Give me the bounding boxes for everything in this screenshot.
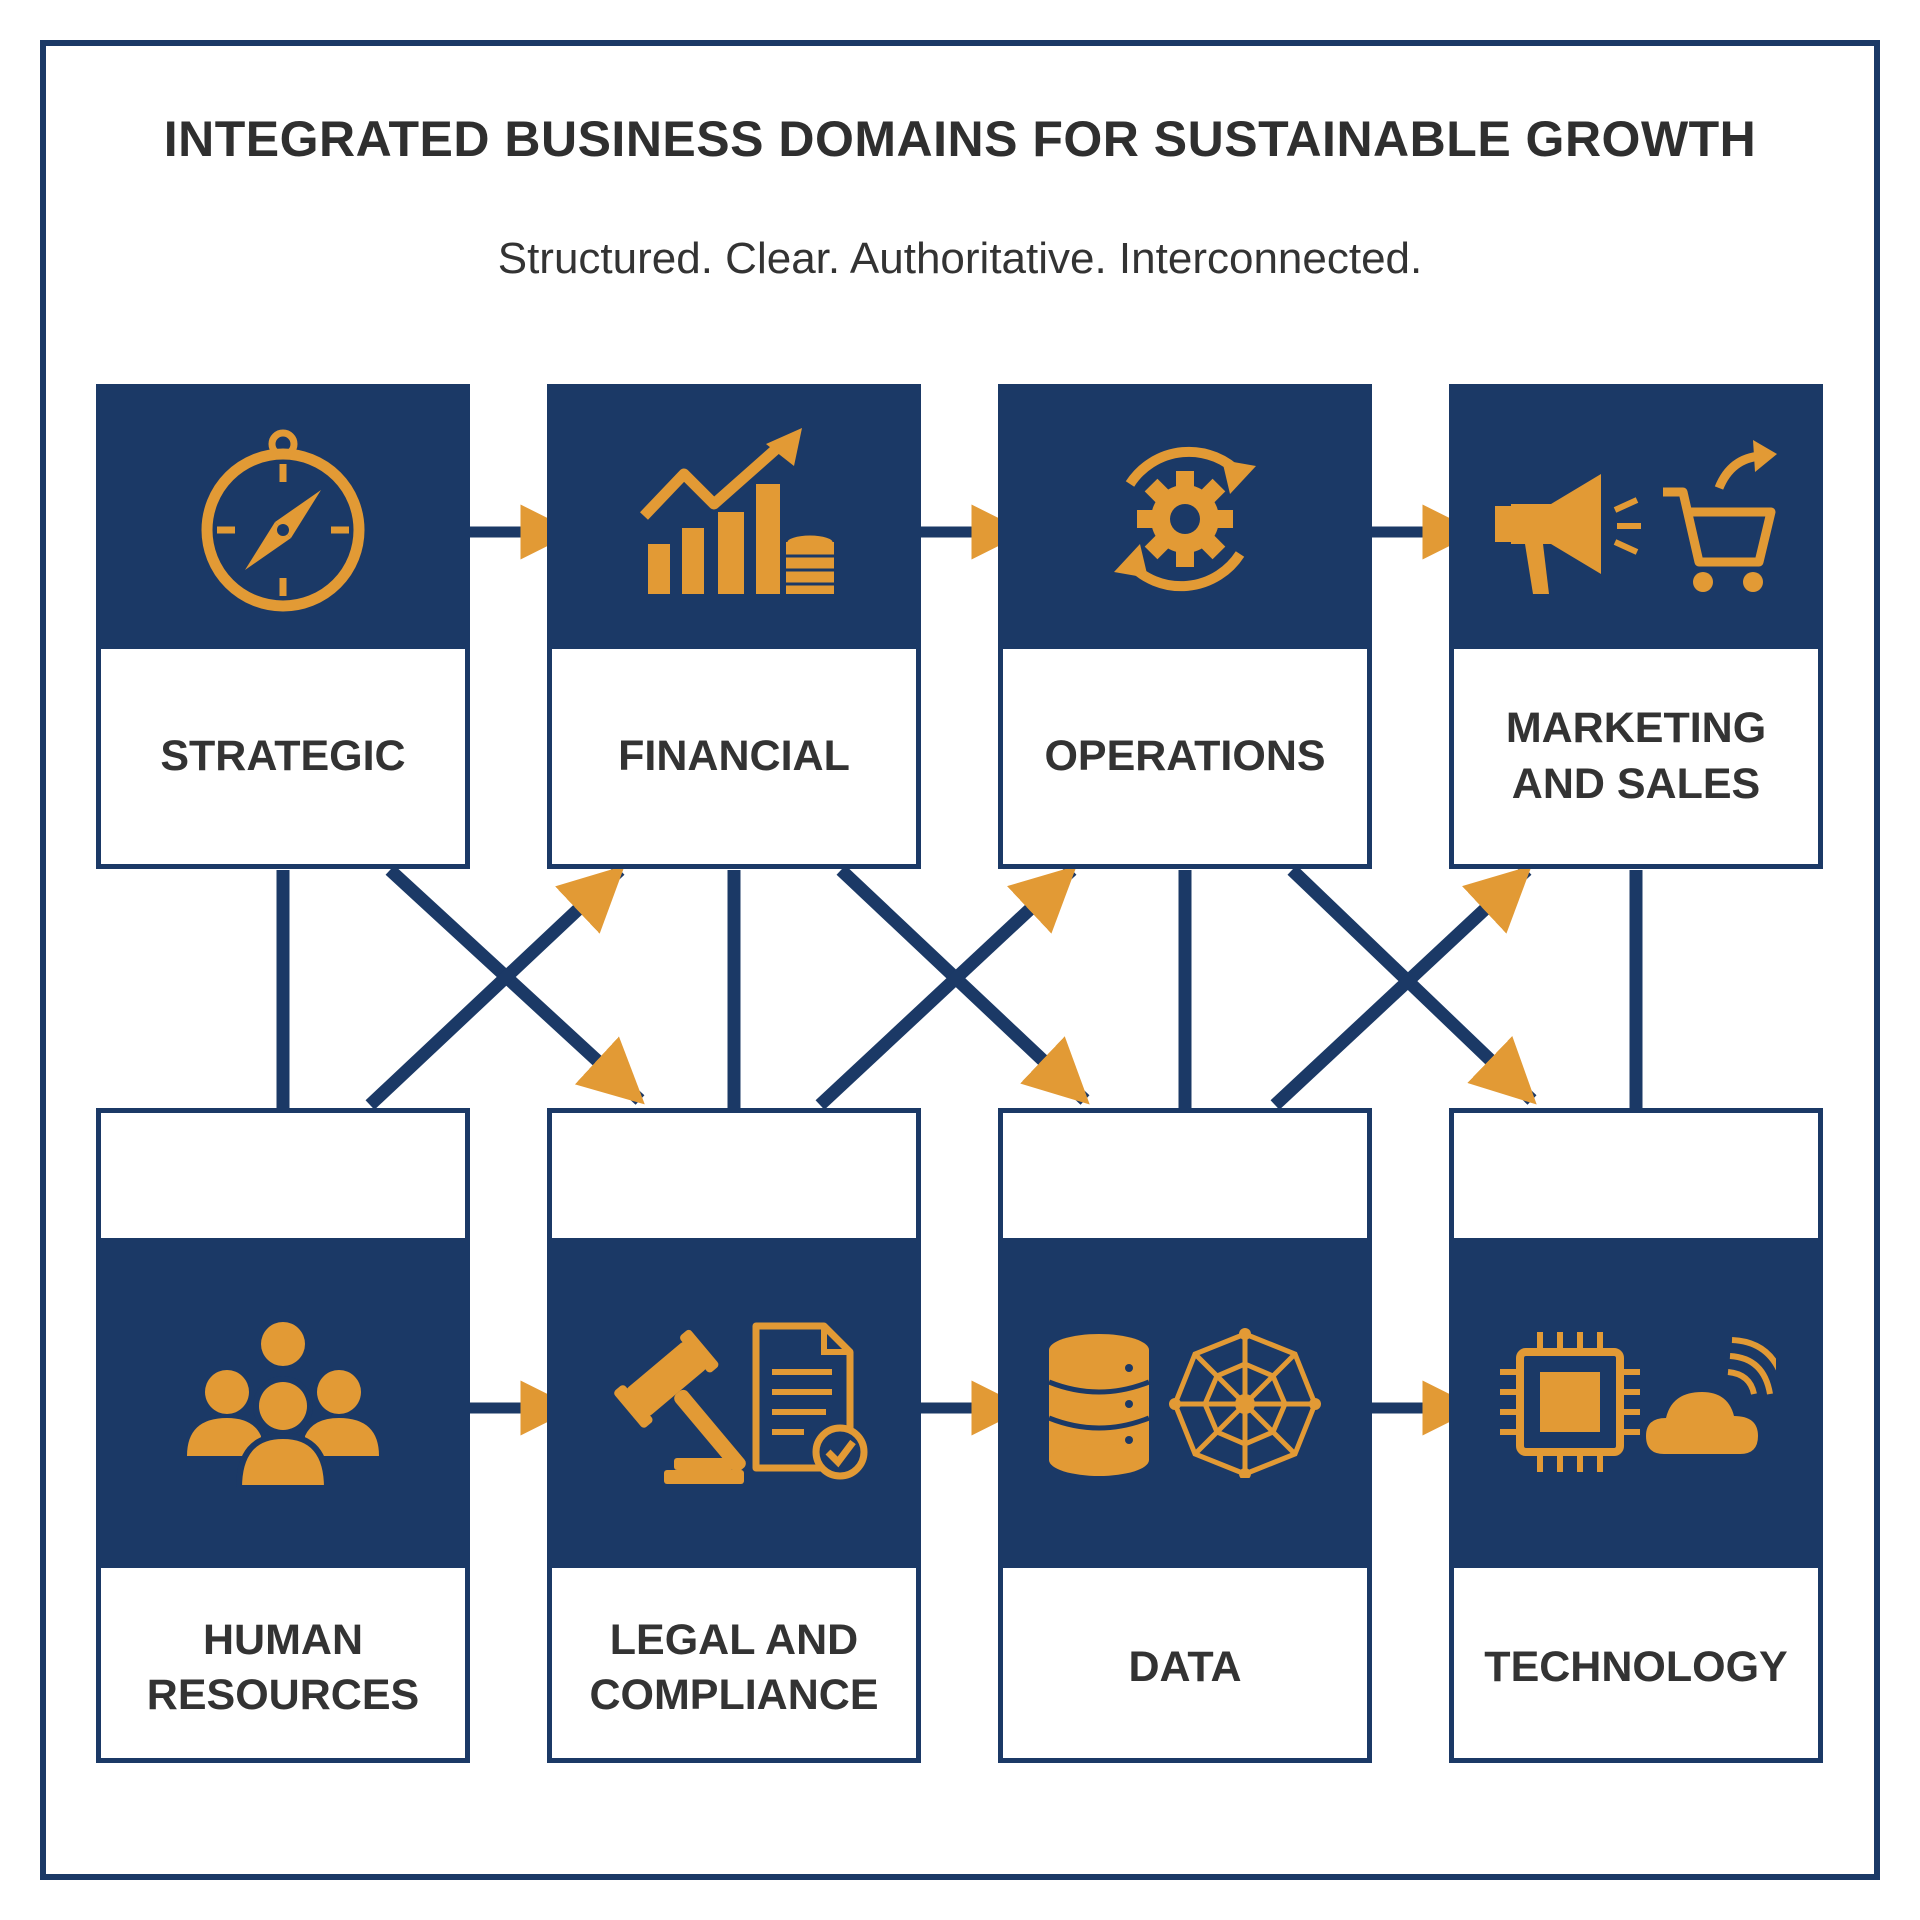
icon-panel: [552, 389, 916, 649]
icon-panel: [1003, 1238, 1367, 1568]
domain-label: LEGAL AND COMPLIANCE: [589, 1615, 879, 1719]
domain-label: MARKETING AND SALES: [1505, 704, 1767, 808]
diagram-subtitle: Structured. Clear. Authoritative. Interc…: [497, 234, 1423, 283]
connector-legal-operations: [815, 865, 1077, 1110]
gear-cycle-icon: [1090, 424, 1280, 614]
icon-panel: [552, 1238, 916, 1568]
chip-cloud-icon: [1496, 1328, 1776, 1478]
domain-label: DATA: [1128, 1643, 1242, 1692]
icon-panel: [101, 389, 465, 649]
domain-label: STRATEGIC: [160, 731, 406, 780]
icon-panel: [101, 1238, 465, 1568]
connector-financial-data: [836, 865, 1090, 1105]
domain-box-marketing: MARKETING AND SALES: [1449, 384, 1823, 869]
icon-panel: [1454, 1238, 1818, 1568]
people-group-icon: [183, 1318, 383, 1488]
megaphone-cart-icon: [1491, 434, 1781, 604]
domain-box-data: DATA: [998, 1108, 1372, 1763]
domain-label: OPERATIONS: [1044, 731, 1326, 780]
growth-chart-coins-icon: [634, 424, 834, 614]
domain-label: FINANCIAL: [618, 731, 850, 780]
domain-box-technology: TECHNOLOGY: [1449, 1108, 1823, 1763]
domain-label: HUMAN RESOURCES: [146, 1615, 420, 1719]
domain-box-hr: HUMAN RESOURCES: [96, 1108, 470, 1763]
icon-panel: [1454, 389, 1818, 649]
domain-box-financial: FINANCIAL: [547, 384, 921, 869]
compass-icon: [193, 424, 373, 614]
connector-hr-financial: [365, 865, 625, 1110]
gavel-document-icon: [594, 1318, 874, 1488]
diagram-title: INTEGRATED BUSINESS DOMAINS FOR SUSTAINA…: [163, 111, 1757, 167]
icon-panel: [1003, 389, 1367, 649]
domain-box-strategic: STRATEGIC: [96, 384, 470, 869]
domain-box-operations: OPERATIONS: [998, 384, 1372, 869]
database-network-icon: [1045, 1328, 1325, 1478]
domain-box-legal: LEGAL AND COMPLIANCE: [547, 1108, 921, 1763]
connector-data-marketing: [1270, 865, 1532, 1110]
connector-strategic-legal: [385, 865, 645, 1105]
domain-label: TECHNOLOGY: [1484, 1643, 1788, 1692]
